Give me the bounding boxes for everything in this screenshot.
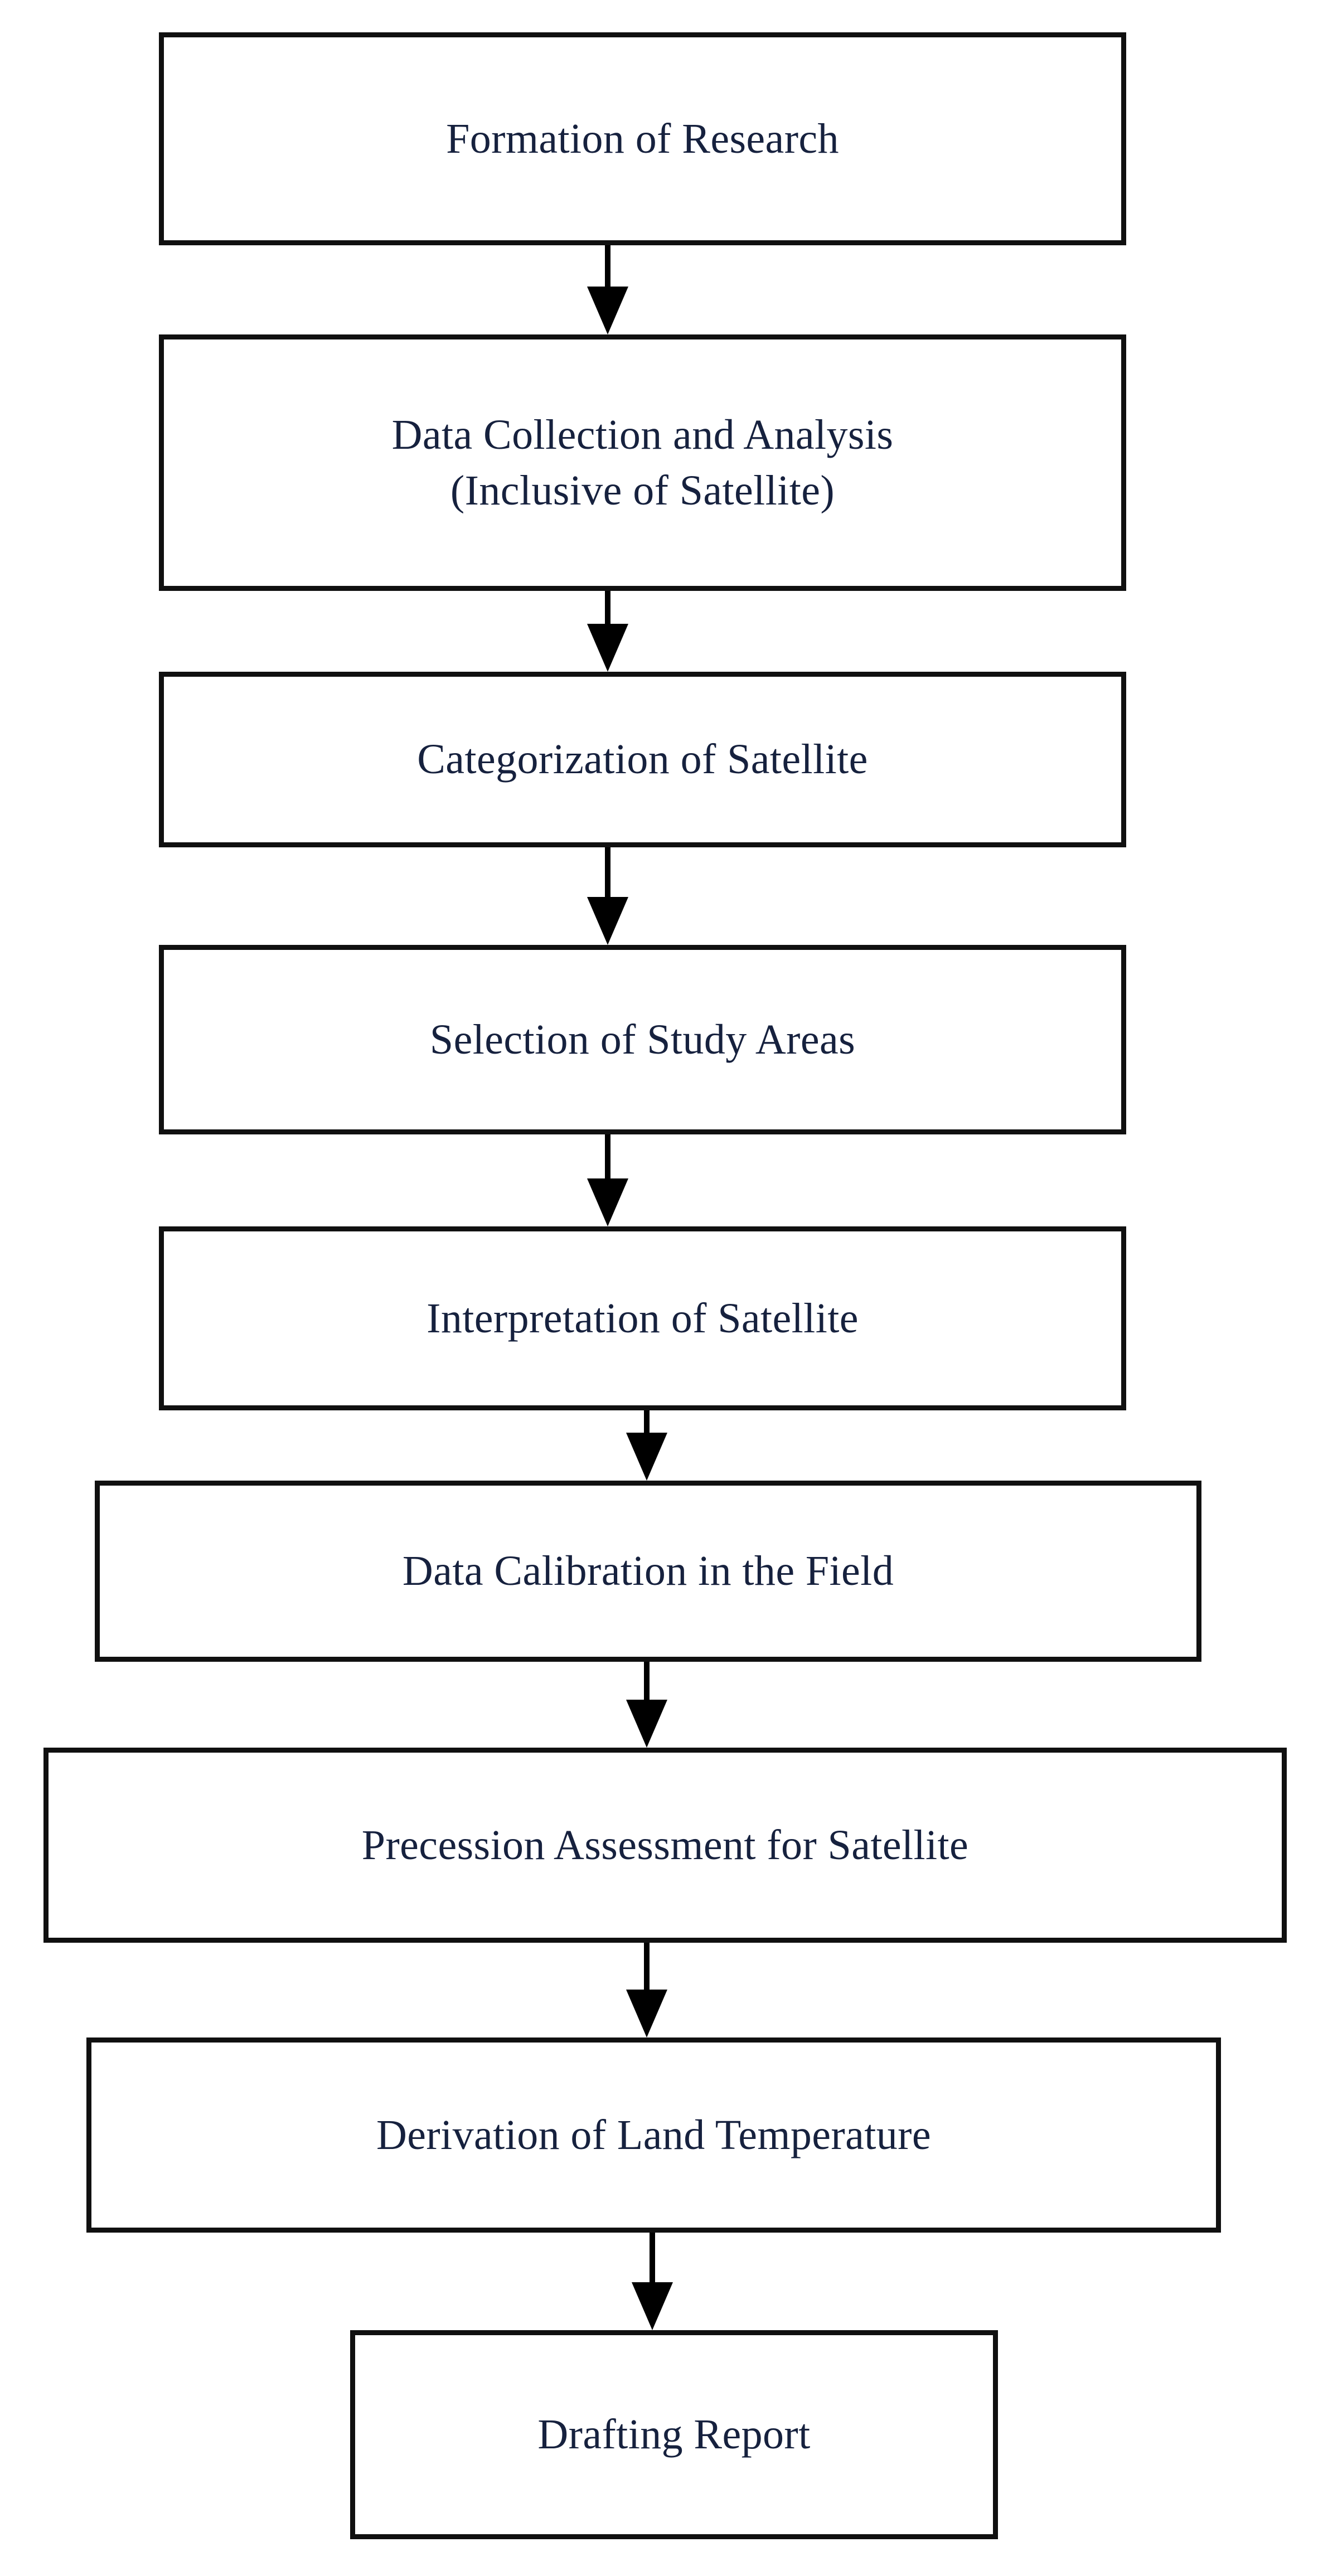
flow-arrow-1 — [574, 245, 641, 334]
flow-node-label-precession-assessment-for-satellite: Precession Assessment for Satellite — [361, 1821, 969, 1869]
flow-arrow-6 — [613, 1662, 680, 1748]
flow-node-label-selection-of-study-areas: Selection of Study Areas — [429, 1016, 856, 1063]
flow-node-label-data-collection-and-analysis: Data Collection and Analysis (Inclusive … — [391, 411, 894, 514]
flow-node-formation-of-research: Formation of Research — [159, 32, 1126, 245]
flow-node-data-calibration-in-the-field: Data Calibration in the Field — [95, 1481, 1201, 1662]
flow-node-interpretation-of-satellite: Interpretation of Satellite — [159, 1226, 1126, 1410]
flow-arrow-2 — [574, 591, 641, 672]
flow-node-label-formation-of-research: Formation of Research — [446, 115, 839, 162]
flow-node-precession-assessment-for-satellite: Precession Assessment for Satellite — [43, 1748, 1287, 1943]
flow-node-label-derivation-of-land-temperature: Derivation of Land Temperature — [376, 2111, 931, 2158]
flow-arrow-8 — [619, 2233, 686, 2330]
flow-node-derivation-of-land-temperature: Derivation of Land Temperature — [86, 2037, 1221, 2233]
flow-node-label-categorization-of-satellite: Categorization of Satellite — [417, 736, 868, 783]
flow-node-categorization-of-satellite: Categorization of Satellite — [159, 672, 1126, 847]
flow-node-label-data-calibration-in-the-field: Data Calibration in the Field — [402, 1547, 894, 1595]
flow-node-label-drafting-report: Drafting Report — [537, 2411, 811, 2458]
flow-arrow-5 — [613, 1410, 680, 1481]
flow-arrow-3 — [574, 847, 641, 945]
flow-arrow-7 — [613, 1943, 680, 2037]
flow-arrow-4 — [574, 1134, 641, 1226]
flow-node-selection-of-study-areas: Selection of Study Areas — [159, 945, 1126, 1134]
flow-node-data-collection-and-analysis: Data Collection and Analysis (Inclusive … — [159, 334, 1126, 591]
flow-node-label-interpretation-of-satellite: Interpretation of Satellite — [427, 1294, 859, 1342]
flow-node-drafting-report: Drafting Report — [350, 2330, 998, 2539]
